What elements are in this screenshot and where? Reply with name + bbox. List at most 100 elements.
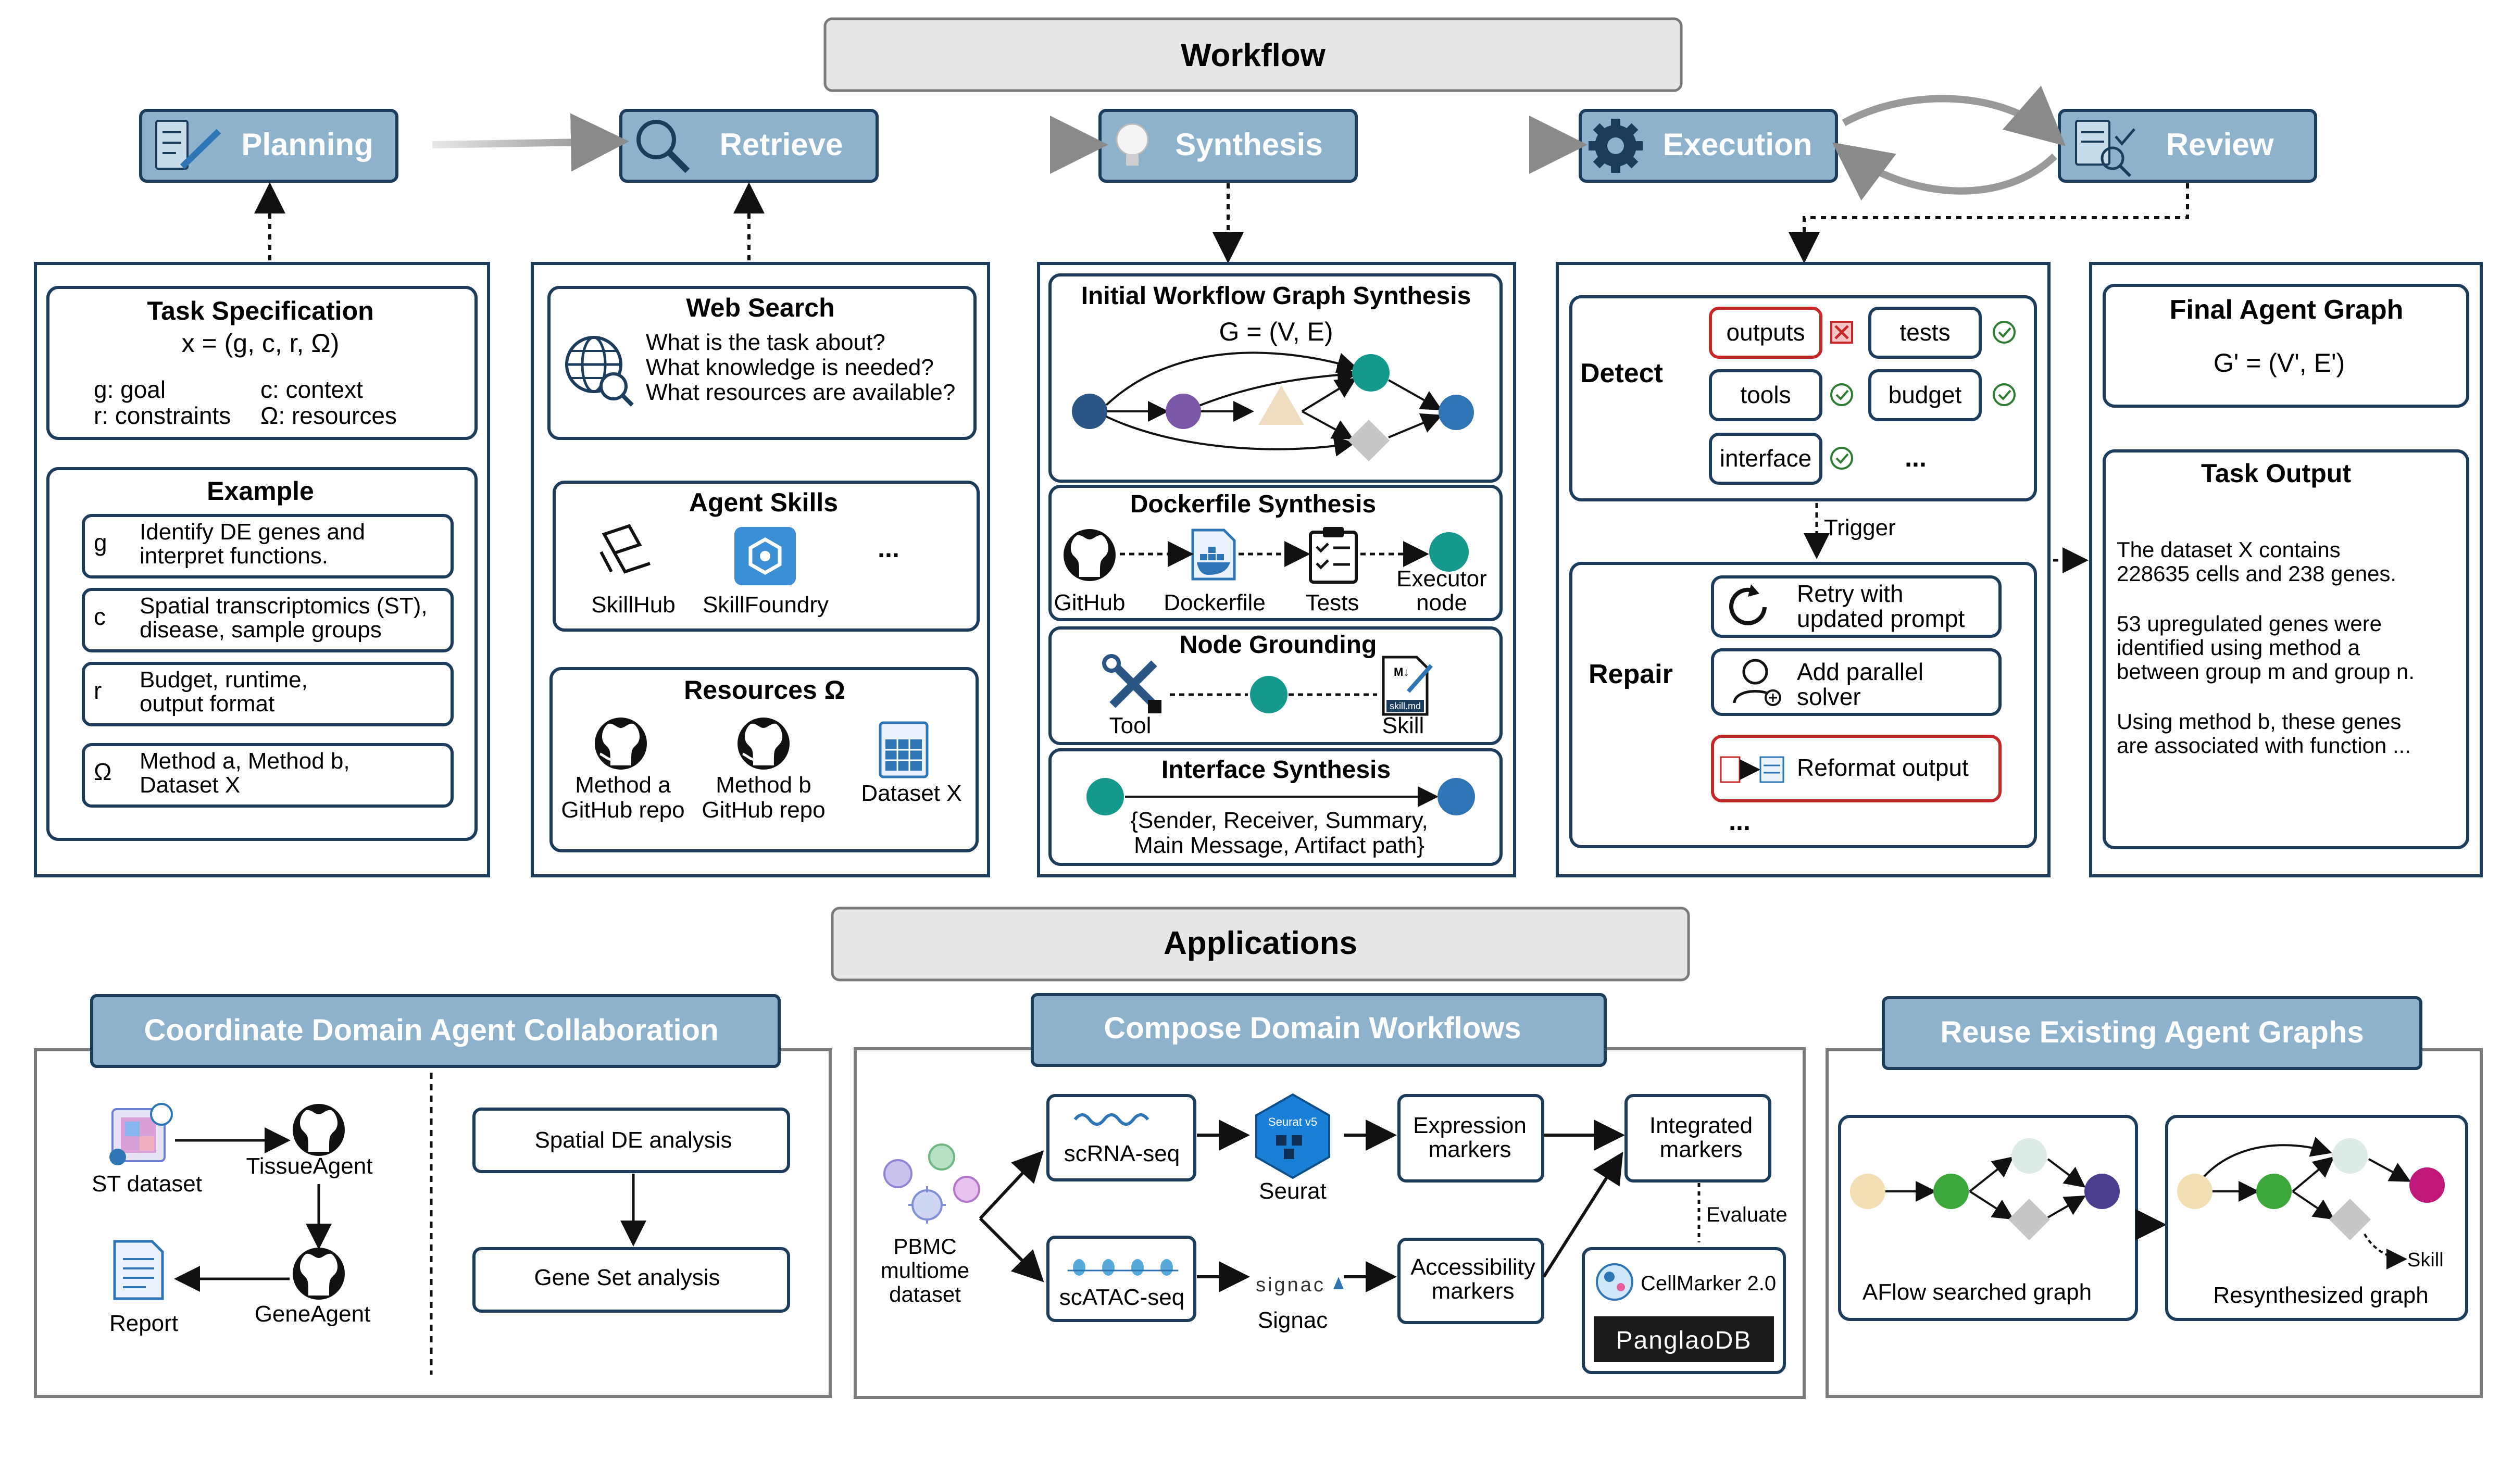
report-label: Report xyxy=(109,1311,178,1336)
graph-node-triangle xyxy=(1258,385,1304,425)
task-output-title: Task Output xyxy=(2201,459,2351,488)
stage-retrieve: Retrieve xyxy=(619,109,879,183)
synthesis-panel: Initial Workflow Graph Synthesis G = (V,… xyxy=(1037,262,1516,877)
skill-label: Skill xyxy=(1382,713,1424,738)
scrna-label: scRNA-seq xyxy=(1064,1141,1180,1166)
graph-node-end xyxy=(1439,395,1474,430)
repair-more: ... xyxy=(1729,807,1751,836)
review-report-icon xyxy=(2075,120,2135,178)
skillhub-logo-icon xyxy=(599,524,651,574)
pass-check-icon xyxy=(1830,383,1853,406)
example-row-key: c xyxy=(94,603,106,630)
dotted-connectors xyxy=(254,182,2189,263)
repair-action-text: Add parallel xyxy=(1797,658,1923,685)
report-icon xyxy=(113,1240,164,1300)
panglaodb-logo: PanglaoDB xyxy=(1594,1316,1774,1362)
pass-check-icon xyxy=(1830,447,1853,470)
resynth-node-diamond xyxy=(2329,1199,2371,1240)
example-row-text: disease, sample groups xyxy=(140,617,382,643)
web-search-question: What is the task about? xyxy=(646,330,885,355)
example-row-key: g xyxy=(94,529,107,556)
task-output-line: are associated with function ... xyxy=(2117,733,2411,758)
github-icon xyxy=(293,1104,345,1156)
seurat-label: Seurat xyxy=(1259,1178,1327,1204)
example-title: Example xyxy=(207,476,314,506)
repair-action-text: solver xyxy=(1797,683,1861,710)
coordinate-title: Coordinate Domain Agent Collaboration xyxy=(144,1013,718,1047)
task-output-line: between group m and group n. xyxy=(2117,659,2415,684)
resynth-node xyxy=(2177,1174,2212,1209)
accessibility-box: Accessibility markers xyxy=(1397,1238,1544,1324)
final-graph-formula: G' = (V', E') xyxy=(2214,348,2345,378)
reformat-icon xyxy=(1720,756,1784,783)
magnifier-icon xyxy=(636,120,690,173)
review-panel: Final Agent Graph G' = (V', E') Task Out… xyxy=(2089,262,2483,877)
repair-reformat: Reformat output xyxy=(1711,735,2002,802)
workflow-title: Workflow xyxy=(1181,37,1326,73)
check-label: budget xyxy=(1889,381,1962,408)
resource-label: GitHub repo xyxy=(561,797,684,823)
example-row-text: interpret functions. xyxy=(140,543,328,569)
agent-skills-more: ... xyxy=(878,534,899,563)
evaluate-label: Evaluate xyxy=(1706,1203,1788,1226)
final-graph-title: Final Agent Graph xyxy=(2170,295,2404,325)
github-icon xyxy=(1064,529,1116,581)
pass-check-icon xyxy=(1993,383,2016,406)
detect-more: ... xyxy=(1905,443,1927,472)
workflow-banner: Workflow xyxy=(823,17,1683,92)
spreadsheet-icon xyxy=(879,721,929,778)
resynth-label: Resynthesized graph xyxy=(2213,1282,2428,1308)
example-row-text: Budget, runtime, xyxy=(140,667,308,693)
initial-graph-formula: G = (V, E) xyxy=(1219,317,1333,346)
task-output-line: The dataset X contains xyxy=(2117,537,2341,562)
applications-banner: Applications xyxy=(831,907,1690,982)
resynth-node xyxy=(2332,1138,2368,1174)
resources-title: Resources Ω xyxy=(684,675,845,705)
repair-title: Repair xyxy=(1589,659,1673,689)
stage-label: Synthesis xyxy=(1175,127,1322,162)
step-label: Gene Set analysis xyxy=(534,1265,720,1290)
detect-box: Detect outputs tests to xyxy=(1569,295,2037,501)
example-row-text: Method a, Method b, xyxy=(140,748,350,774)
stage-label: Execution xyxy=(1663,127,1813,162)
integrated-box: Integrated markers xyxy=(1624,1094,1771,1183)
legend-constraints: r: constraints xyxy=(94,402,231,429)
task-spec-box: Task Specification x = (g, c, r, Ω) g: g… xyxy=(46,286,478,440)
repair-retry: Retry with updated prompt xyxy=(1711,575,2002,638)
tool-label: Tool xyxy=(1109,713,1152,738)
aflow-node xyxy=(2011,1138,2047,1174)
example-row-resources: Ω Method a, Method b, Dataset X xyxy=(82,743,454,808)
globe-search-icon xyxy=(565,336,634,407)
task-spec-formula: x = (g, c, r, Ω) xyxy=(182,329,340,358)
repair-box: Repair Retry with updated prompt xyxy=(1569,562,2037,848)
task-output-line: Using method b, these genes xyxy=(2117,709,2401,734)
interface-receiver-node xyxy=(1438,778,1475,815)
resource-label: Method a xyxy=(575,772,671,798)
interface-fields: {Sender, Receiver, Summary, xyxy=(1130,808,1428,833)
node-grounding-box: Node Grounding Tool M↓ skill.md Skill xyxy=(1048,626,1503,745)
skill-edge-label: Skill xyxy=(2407,1249,2444,1271)
dockerfile-title: Dockerfile Synthesis xyxy=(1130,491,1376,518)
final-graph-box: Final Agent Graph G' = (V', E') xyxy=(2103,284,2469,408)
dockerfile-icon xyxy=(1191,529,1236,581)
st-dataset-icon xyxy=(109,1103,173,1165)
cells-icon xyxy=(883,1143,980,1224)
skill-md-tag: skill.md xyxy=(1390,701,1421,711)
dockerfile-box: Dockerfile Synthesis GitHub Dockerfile xyxy=(1048,485,1503,621)
initial-graph-box: Initial Workflow Graph Synthesis G = (V,… xyxy=(1048,273,1503,483)
example-row-text: Identify DE genes and xyxy=(140,519,365,545)
stage-review: Review xyxy=(2058,109,2317,183)
skillhub-label: SkillHub xyxy=(591,592,675,618)
step-gene-set: Gene Set analysis xyxy=(472,1247,790,1313)
st-dataset-label: ST dataset xyxy=(92,1171,202,1197)
legend-resources: Ω: resources xyxy=(260,402,397,429)
task-output-box: Task Output The dataset X contains 22863… xyxy=(2103,449,2469,849)
skill-md-icon: M↓ skill.md xyxy=(1382,656,1433,716)
check-label: tests xyxy=(1899,319,1950,346)
resources-box: Resources Ω Method a GitHub repo Method … xyxy=(549,667,979,852)
legend-context: c: context xyxy=(260,376,363,403)
tool-wrench-icon xyxy=(1102,654,1161,713)
repair-parallel: Add parallel solver xyxy=(1711,648,2002,716)
web-search-question: What resources are available? xyxy=(646,380,955,405)
add-user-icon xyxy=(1733,659,1781,706)
